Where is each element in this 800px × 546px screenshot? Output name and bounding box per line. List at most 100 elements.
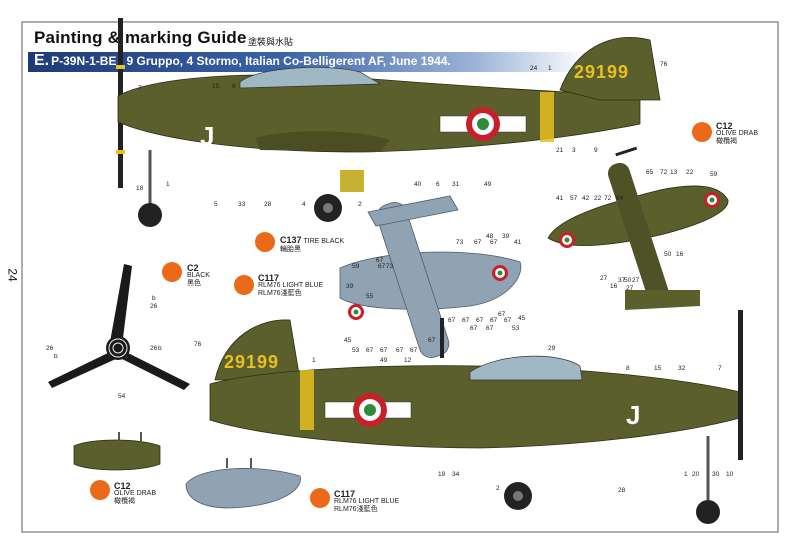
reference-number: 8	[626, 365, 630, 372]
reference-number: 73	[456, 239, 464, 246]
paint-name: OLIVE DRAB	[716, 130, 759, 137]
nose-wheel	[696, 500, 720, 524]
reference-number: 67	[462, 317, 470, 324]
tailplane-under	[367, 195, 459, 227]
paint-name-cn: RLM76淺藍色	[334, 506, 378, 513]
reference-number: 30	[712, 471, 720, 478]
spinner-ring	[112, 342, 124, 354]
reference-number: 67	[486, 325, 494, 332]
code-letter: J	[200, 121, 214, 151]
yellow-band	[540, 92, 554, 142]
paint-name: RLM76 LIGHT BLUE	[334, 498, 400, 505]
reference-number: 67	[380, 347, 388, 354]
bomb	[73, 432, 161, 471]
paint-name-cn: 橄欖褐	[114, 498, 135, 505]
paint-code: C12	[716, 121, 733, 131]
reference-number: 40	[414, 181, 422, 188]
reference-number: 53	[512, 325, 520, 332]
propeller-under	[440, 318, 444, 358]
reference-number: 16	[676, 251, 684, 258]
propeller-front	[48, 264, 190, 390]
subtitle-text: E.P-39N-1-BE , 9 Gruppo, 4 Stormo, Itali…	[34, 52, 451, 72]
callout-tire-black: C137 TIRE BLACK 輪胎黑	[280, 236, 344, 254]
code-letter: J	[626, 400, 640, 430]
reference-number: 54	[118, 393, 126, 400]
reference-number: 32	[678, 365, 686, 372]
reference-number: 64	[616, 195, 624, 202]
paint-brush-icon	[255, 232, 275, 252]
reference-number: 9	[594, 147, 598, 154]
roundel-center	[564, 237, 570, 243]
propeller-tip	[116, 150, 125, 154]
reference-number: 8	[232, 83, 236, 90]
scheme-letter: E.	[34, 52, 50, 69]
canopy	[239, 67, 382, 89]
vertical-tail	[559, 37, 661, 101]
callout-light-blue: C117 RLM76 LIGHT BLUE RLM76淺藍色	[258, 274, 323, 298]
reference-number: 42	[582, 195, 590, 202]
paint-brush-icon	[692, 122, 712, 142]
tank-body	[185, 468, 301, 509]
paint-icons	[90, 122, 712, 508]
paint-name-cn: 輪胎黑	[280, 246, 301, 253]
paint-code: C12	[114, 481, 131, 491]
roundel-center	[477, 118, 489, 130]
reference-number: 45	[518, 315, 526, 322]
reference-number: 7	[718, 365, 722, 372]
reference-number: 21	[556, 147, 564, 154]
prop-blade	[120, 352, 190, 390]
reference-number: 6	[436, 181, 440, 188]
reference-number: 1	[548, 65, 552, 72]
paint-code: C117	[334, 489, 356, 499]
spinner-ring	[108, 338, 128, 358]
reference-number: 37	[618, 277, 626, 284]
roundel-center	[353, 309, 359, 315]
wing-root	[255, 131, 390, 152]
bomb-body	[73, 439, 161, 471]
tank-lug	[250, 458, 252, 468]
reference-number: 57	[570, 195, 578, 202]
roundel-center	[709, 197, 715, 203]
reference-number: 39	[346, 283, 354, 290]
reference-number: 7	[138, 85, 142, 92]
reference-number: 20	[692, 471, 700, 478]
reference-number: 33	[238, 201, 246, 208]
main-wheel-hub	[323, 203, 333, 213]
reference-number: 31	[452, 181, 460, 188]
reference-number: 50	[664, 251, 672, 258]
paint-name: RLM76 LIGHT BLUE	[258, 282, 324, 289]
reference-number: 72	[604, 195, 612, 202]
prop-blade	[110, 264, 132, 346]
reference-number: 27	[626, 285, 634, 292]
reference-number: 15	[212, 83, 220, 90]
top-view	[547, 146, 729, 310]
reference-number: 28	[618, 487, 626, 494]
reference-number: 34	[452, 471, 460, 478]
paint-brush-icon	[310, 488, 330, 508]
reference-number: 2	[496, 485, 500, 492]
page-title: Painting & marking Guide	[34, 28, 247, 47]
reference-number: 2	[358, 201, 362, 208]
nose-wheel	[138, 203, 162, 227]
reference-number: 15	[654, 365, 662, 372]
reference-number: 16	[610, 283, 618, 290]
page-border	[21, 21, 779, 533]
reference-number: 45	[344, 337, 352, 344]
callout-black: C2 BLACK 黑色	[187, 264, 210, 288]
propeller-top	[615, 146, 638, 157]
reference-number: 72	[660, 169, 668, 176]
reference-number: 50	[624, 277, 632, 284]
reference-number: 65	[646, 169, 654, 176]
reference-number: b	[54, 353, 58, 360]
reference-number: 55	[366, 293, 374, 300]
reference-number: 19	[438, 471, 446, 478]
paint-name: TIRE BLACK	[303, 238, 345, 245]
reference-number: 76	[660, 61, 668, 68]
reference-number: 76	[194, 341, 202, 348]
propeller-blade	[738, 310, 743, 460]
propeller-tip	[116, 65, 125, 69]
reference-number: 67	[378, 263, 386, 270]
reference-number: 53	[352, 347, 360, 354]
paint-code: C2	[187, 263, 199, 273]
